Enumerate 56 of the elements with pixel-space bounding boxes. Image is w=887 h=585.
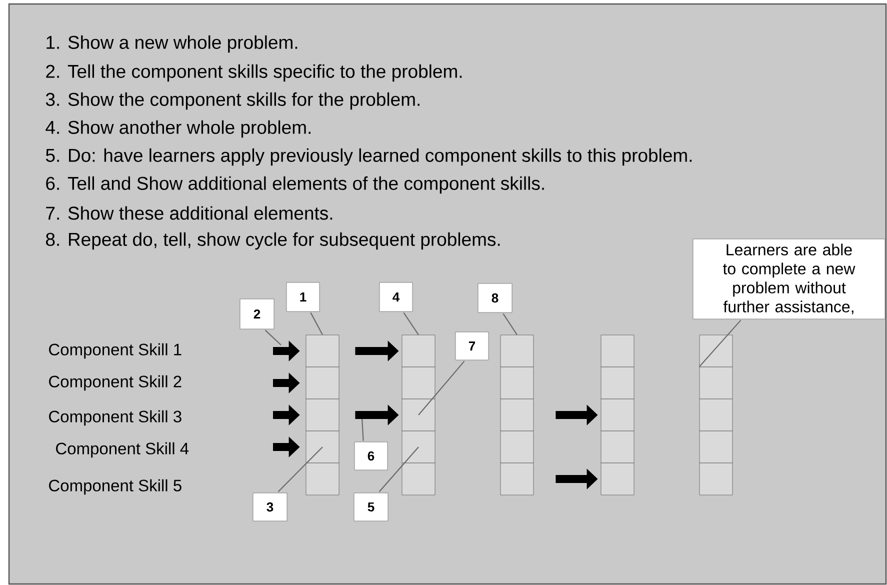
grid-cell — [600, 462, 634, 496]
leader-line — [264, 330, 282, 346]
grid-cell — [306, 334, 340, 368]
grid-cell — [500, 398, 534, 432]
grid-cell — [600, 334, 634, 368]
grid-cell — [699, 366, 733, 400]
speech-bubble: Learners are able to complete a new problem without further assistance, — [692, 238, 886, 320]
row-label: Component Skill 2 — [49, 375, 182, 391]
callout-box: 2 — [240, 298, 274, 330]
leader-line — [502, 313, 518, 336]
list-item: 2. Tell the component skills specific to the problem. — [46, 64, 462, 82]
leader-line — [278, 446, 323, 492]
grid-cell — [402, 398, 436, 432]
list-item: 1. Show a new whole problem. — [46, 35, 298, 53]
list-item: 5. Do: have learners apply previously learned component skills to this problem. — [46, 148, 692, 166]
grid-cell — [306, 430, 340, 464]
callout-box: 7 — [455, 332, 489, 360]
list-item: 3. Show the component skills for the problem. — [46, 92, 420, 110]
list-item: 7. Show these additional elements. — [46, 206, 332, 220]
grid-cell — [402, 462, 436, 496]
grid-cell — [600, 366, 634, 400]
leader-line — [310, 312, 323, 336]
callout-box: 5 — [354, 492, 388, 522]
grid-cell — [402, 366, 436, 400]
row-label: Component Skill 4 — [56, 442, 189, 458]
callout-box: 6 — [354, 442, 388, 470]
grid-cell — [306, 366, 340, 400]
list-item: 8. Repeat do, tell, show cycle for subsequent problems. — [46, 232, 500, 250]
row-label: Component Skill 1 — [49, 343, 182, 359]
grid-cell — [500, 334, 534, 368]
callout-box: 8 — [478, 283, 512, 313]
list-item: 4. Show another whole problem. — [46, 120, 310, 138]
row-label: Component Skill 3 — [49, 410, 182, 426]
grid-cell — [600, 430, 634, 464]
grid-cell — [699, 398, 733, 432]
leader-line — [698, 320, 742, 368]
leader-line — [361, 418, 364, 441]
grid-cell — [600, 398, 634, 432]
callout-box: 1 — [286, 282, 320, 312]
callout-box: 3 — [252, 492, 288, 522]
grid-cell — [306, 462, 340, 496]
leader-line — [403, 312, 419, 336]
grid-cell — [306, 398, 340, 432]
grid-cell — [500, 366, 534, 400]
leader-line — [418, 360, 465, 416]
grid-cell — [699, 430, 733, 464]
callout-box: 4 — [379, 282, 413, 312]
grid-cell — [402, 334, 436, 368]
grid-cell — [500, 462, 534, 496]
row-label: Component Skill 5 — [49, 479, 182, 495]
grid-cell — [699, 334, 733, 368]
grid-cell — [500, 430, 534, 464]
list-item: 6. Tell and Show additional elements of the component skills. — [46, 176, 544, 194]
grid-cell — [699, 462, 733, 496]
leader-line — [378, 446, 419, 492]
grid-cell — [402, 430, 436, 464]
